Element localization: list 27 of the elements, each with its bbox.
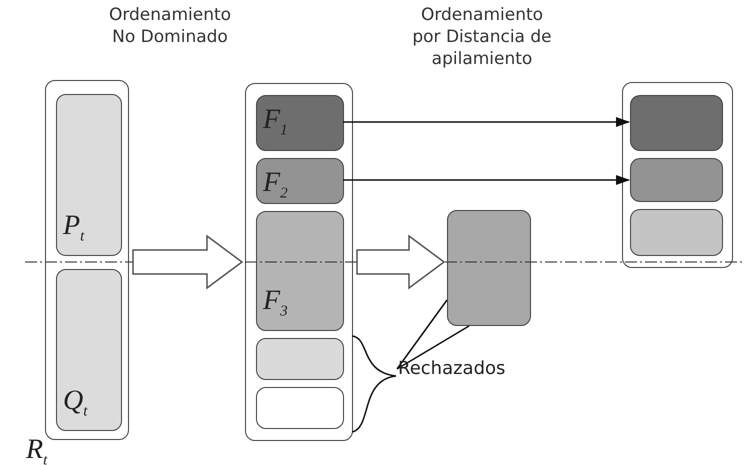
group-box — [245, 83, 353, 441]
set-label: R$_{t}$ — [26, 436, 48, 466]
arrow — [343, 117, 630, 127]
empty-box — [256, 387, 344, 429]
set-label: F$_{3}$ — [263, 287, 288, 320]
population-box — [56, 94, 122, 256]
population-box — [56, 269, 122, 431]
block-arrow — [356, 234, 446, 290]
rejected-label: Rechazados — [398, 360, 506, 378]
group-box — [622, 82, 733, 268]
set-label: F$_{2}$ — [263, 169, 288, 202]
front-box — [256, 95, 344, 151]
heading: Ordenamiento No Dominado — [108, 4, 232, 48]
front-box — [256, 158, 344, 204]
set-label: P$_{t}$ — [63, 212, 84, 245]
front-box — [630, 158, 723, 202]
leader-line — [396, 299, 470, 370]
set-label: F$_{1}$ — [263, 106, 288, 139]
front-box — [256, 338, 344, 380]
block-arrow — [132, 234, 244, 290]
front-box — [256, 211, 344, 331]
front-box — [630, 95, 723, 151]
arrow — [343, 175, 630, 185]
front-box — [630, 209, 723, 256]
heading: Ordenamiento por Distancia de apilamiento — [412, 4, 552, 70]
rejected-box — [447, 210, 531, 326]
set-label: Q$_{t}$ — [63, 387, 88, 420]
